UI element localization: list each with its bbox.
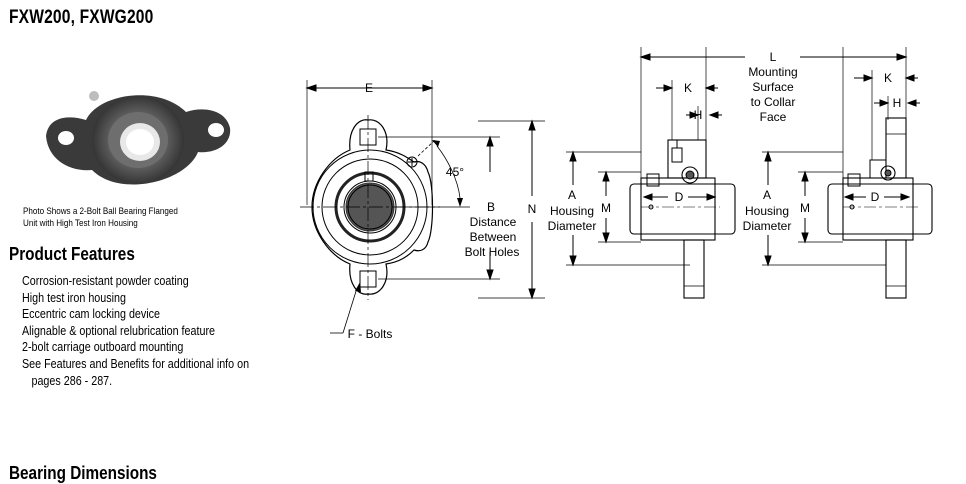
label-b-desc: Distance [470, 215, 517, 229]
label-d: D [675, 190, 684, 204]
feature-item: 2-bolt carriage outboard mounting [22, 340, 184, 355]
photo-caption: Photo Shows a 2-Bolt Ball Bearing Flange… [23, 206, 178, 230]
product-photo [46, 91, 231, 185]
label-b-desc: Bolt Holes [465, 245, 520, 259]
label-diameter: Diameter [743, 219, 792, 233]
feature-item: Eccentric cam locking device [22, 307, 161, 322]
side-view-fxw [566, 47, 745, 299]
feature-item: See Features and Benefits for additional… [22, 356, 250, 371]
label-m: M [800, 201, 810, 215]
photo-caption-line: Unit with High Test Iron Housing [23, 218, 138, 229]
label-n: N [528, 202, 537, 216]
label-h: H [893, 96, 902, 110]
label-h: H [694, 108, 703, 122]
page-title: FXW200, FXWG200 [9, 7, 154, 28]
bearing-dimensions-heading: Bearing Dimensions [9, 463, 157, 483]
product-features-heading: Product Features [9, 244, 135, 264]
label-mounting-surface: Mounting [748, 65, 797, 79]
label-b: B [487, 200, 495, 214]
features-list: Corrosion-resistant powder coating High … [22, 273, 249, 389]
label-a: A [568, 188, 576, 202]
feature-item: Alignable & optional relubrication featu… [22, 323, 216, 338]
feature-item: Corrosion-resistant powder coating [22, 274, 189, 288]
feature-item: High test iron housing [22, 290, 126, 305]
feature-item: pages 286 - 287. [31, 373, 113, 388]
label-d: D [871, 190, 880, 204]
photo-caption-line: Photo Shows a 2-Bolt Ball Bearing Flange… [23, 206, 178, 217]
label-mounting-surface: Face [760, 110, 787, 124]
label-mounting-surface: Surface [752, 80, 794, 94]
side-view-fxwg [762, 47, 933, 299]
label-diameter: Diameter [548, 219, 597, 233]
front-view [300, 80, 545, 334]
label-45-degrees: 45° [446, 165, 464, 179]
label-k: K [884, 71, 892, 85]
label-l: L [770, 50, 777, 64]
label-housing: Housing [550, 204, 594, 218]
label-a: A [763, 188, 771, 202]
label-b-desc: Between [470, 230, 517, 244]
label-f-bolts: F - Bolts [348, 327, 393, 341]
label-housing: Housing [745, 204, 789, 218]
label-e: E [365, 81, 373, 95]
label-m: M [601, 201, 611, 215]
label-mounting-surface: to Collar [751, 95, 796, 109]
dimension-drawing: E 45° B Distance Between Bolt Holes N F … [300, 47, 933, 341]
label-k: K [684, 81, 692, 95]
